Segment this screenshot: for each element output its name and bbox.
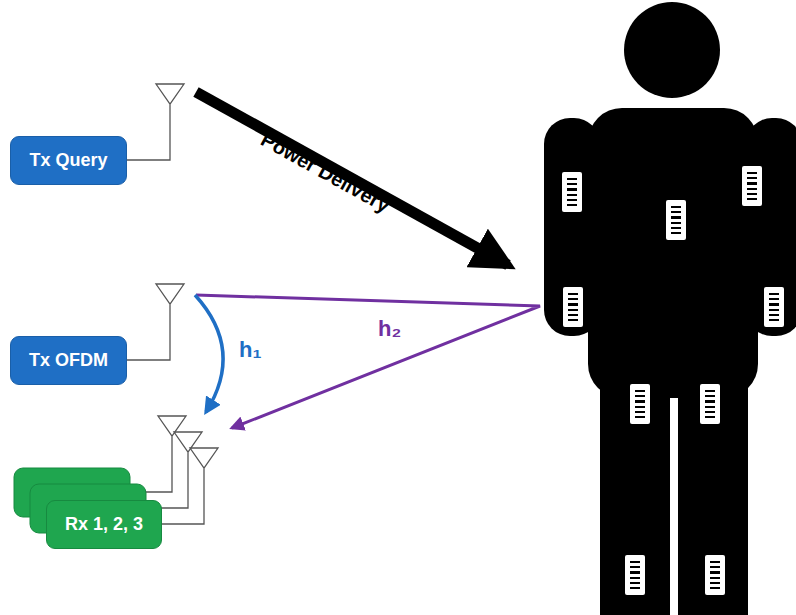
node-label: Rx 1, 2, 3: [65, 514, 143, 535]
channel-label: h₂: [378, 316, 401, 342]
tx-query-box: Tx Query: [10, 136, 127, 185]
channel-label: h₁: [239, 337, 262, 363]
node-label: Tx Query: [29, 150, 107, 171]
person-silhouette: [544, 2, 796, 615]
power-arrow: [196, 92, 508, 265]
tx-ofdm-box: Tx OFDM: [10, 336, 127, 385]
rfid-tags: [562, 166, 784, 595]
node-label: Tx OFDM: [29, 350, 108, 371]
power-delivery-label: Power Delivery: [257, 128, 394, 218]
rx-box: Rx 1, 2, 3: [46, 500, 162, 549]
reflection-path: [196, 295, 540, 428]
channel-arrow: [195, 295, 223, 412]
